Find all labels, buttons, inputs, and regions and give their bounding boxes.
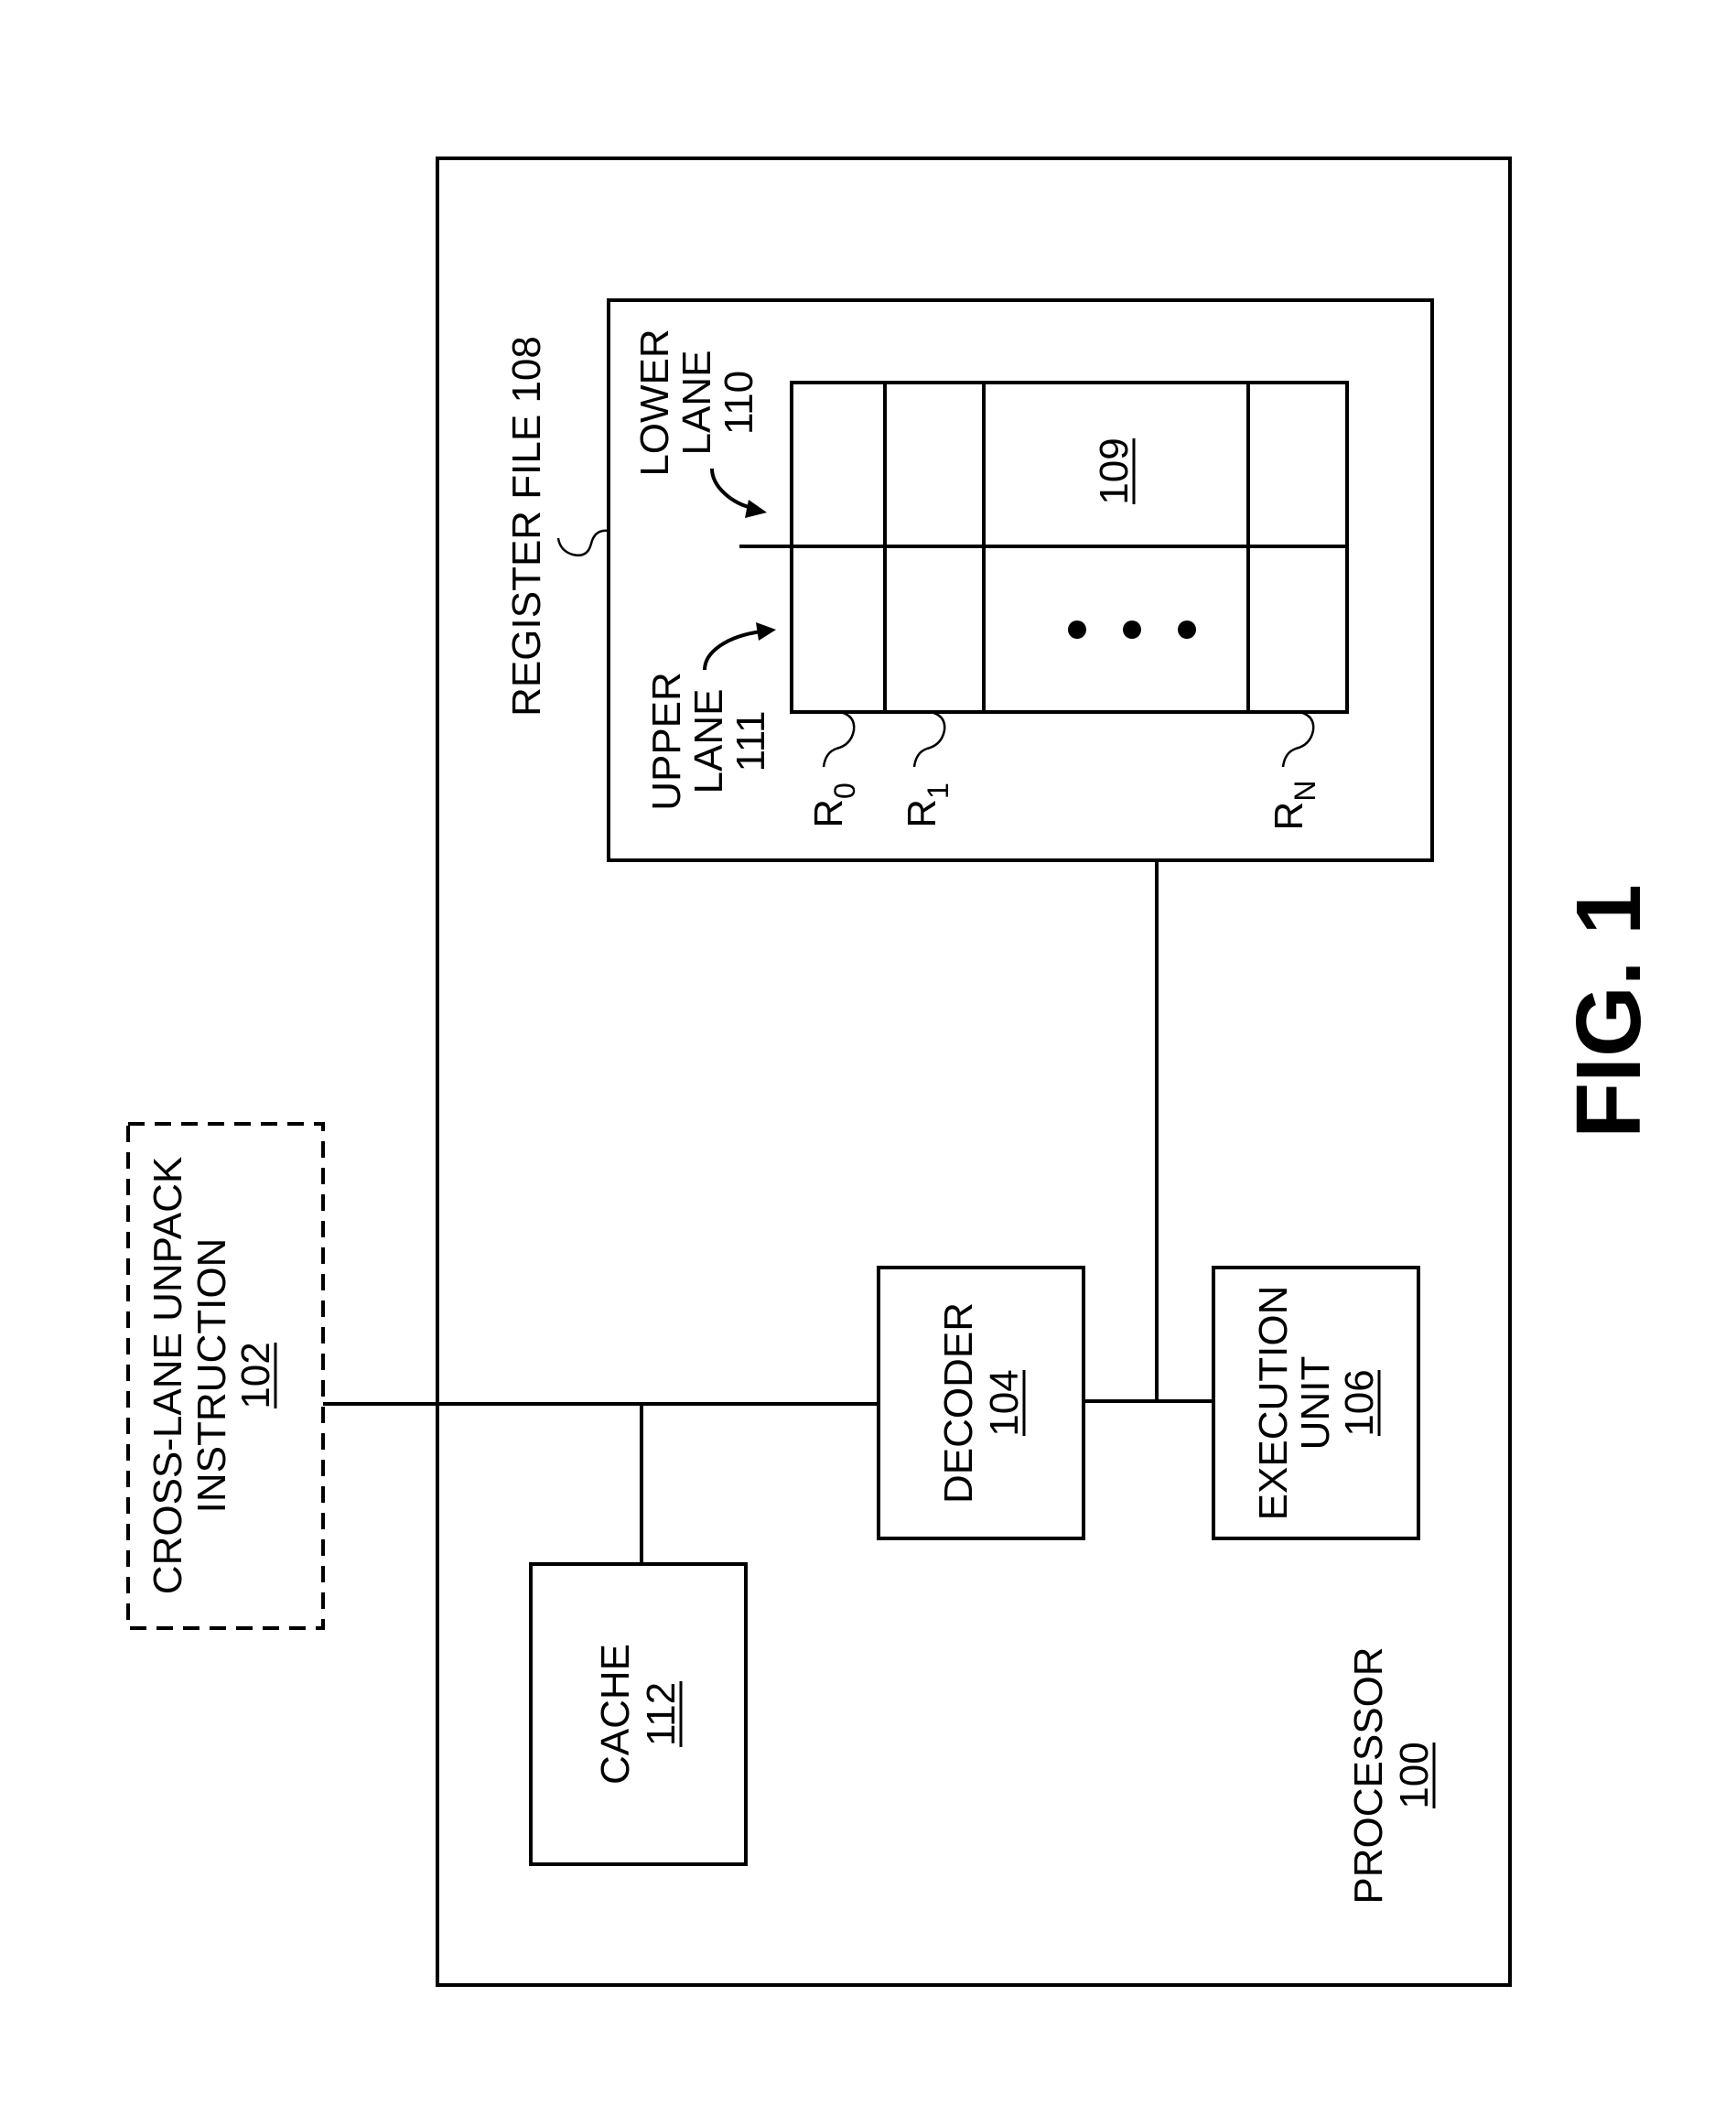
ellipsis-dot-3 — [1178, 620, 1196, 639]
instruction-ref: 102 — [233, 1342, 278, 1408]
element-ref: 109 — [1092, 437, 1137, 504]
execution-unit-ref: 106 — [1337, 1369, 1382, 1436]
execution-unit-line1: EXECUTION — [1251, 1286, 1296, 1521]
figure-label-text: FIG. 1 — [1558, 884, 1660, 1138]
lower-lane-arrowhead — [745, 500, 767, 518]
register-r0-label: R0 — [806, 782, 861, 828]
decoder-label: DECODER 104 — [936, 1302, 1027, 1504]
register-file-leader — [558, 531, 609, 556]
svg-text:RN: RN — [1267, 781, 1321, 831]
lower-lane-label: LOWER LANE 110 — [632, 329, 761, 476]
processor-ref: 100 — [1392, 1742, 1437, 1808]
execution-unit-label: EXECUTION UNIT 106 — [1251, 1286, 1382, 1521]
cache-name: CACHE — [593, 1644, 638, 1785]
register-r1-label: R1 — [900, 782, 954, 828]
lower-lane-arrow — [712, 469, 752, 508]
svg-text:R1: R1 — [900, 782, 954, 828]
decoder-box — [879, 1268, 1084, 1538]
instruction-line2: INSTRUCTION — [189, 1238, 234, 1514]
register-file-label: REGISTER FILE 108 — [504, 336, 549, 717]
upper-lane-line1: UPPER — [644, 672, 689, 811]
ellipsis-dot-1 — [1068, 620, 1086, 639]
figure-label: FIG. 1 — [1558, 884, 1660, 1138]
decoder-ref: 104 — [982, 1369, 1027, 1436]
r1-leader — [914, 712, 944, 767]
upper-lane-label: UPPER LANE 111 — [644, 672, 773, 811]
execution-unit-line2: UNIT — [1293, 1356, 1338, 1451]
lower-lane-ref: 110 — [717, 371, 761, 435]
register-rn-label: RN — [1267, 781, 1321, 831]
svg-text:R0: R0 — [806, 782, 861, 828]
instruction-line1: CROSS-LANE UNPACK — [146, 1157, 190, 1594]
processor-label: PROCESSOR 100 — [1346, 1646, 1437, 1904]
upper-lane-arrowhead — [756, 622, 776, 641]
cache-ref: 112 — [639, 1682, 684, 1746]
processor-name: PROCESSOR — [1346, 1646, 1391, 1904]
element-109-label: 109 — [1092, 437, 1137, 504]
lower-lane-line1: LOWER — [632, 329, 677, 476]
instruction-label: CROSS-LANE UNPACK INSTRUCTION 102 — [146, 1157, 278, 1594]
upper-lane-ref: 111 — [728, 711, 773, 772]
decoder-name: DECODER — [936, 1302, 981, 1504]
cache-label: CACHE 112 — [593, 1644, 684, 1785]
upper-lane-arrow — [705, 631, 761, 670]
upper-lane-line2: LANE — [686, 689, 731, 794]
ellipsis-dot-2 — [1123, 620, 1141, 639]
register-file-name: REGISTER FILE 108 — [504, 336, 549, 717]
rn-leader — [1283, 712, 1313, 767]
lower-lane-line2: LANE — [674, 351, 719, 456]
r0-leader — [824, 712, 854, 767]
